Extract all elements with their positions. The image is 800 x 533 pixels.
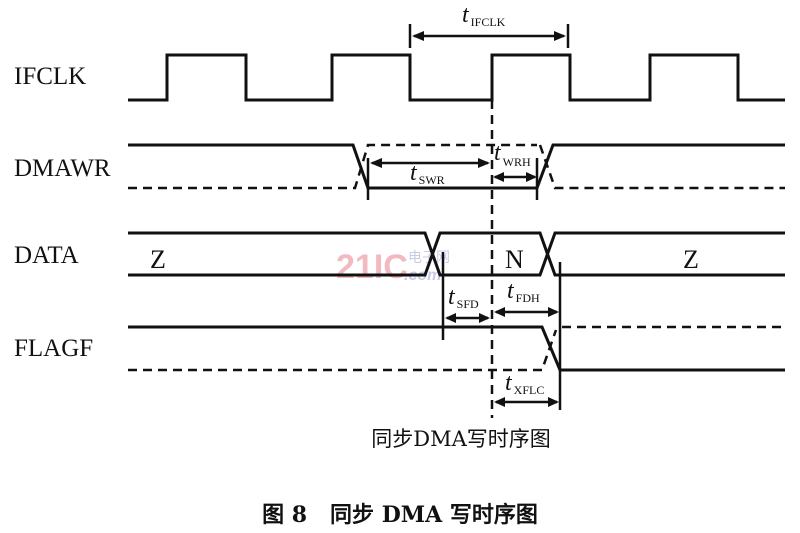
- svg-text:21IC: 21IC: [336, 248, 408, 286]
- figure-caption: 图 8 同步 DMA 写时序图: [262, 502, 538, 528]
- t-xflc-marker: [494, 397, 559, 407]
- watermark-logo: 21IC 电子网 .com: [336, 248, 450, 286]
- t-fdh-marker: [494, 307, 559, 317]
- dmawr-waveform: [128, 143, 785, 200]
- signal-label-data: DATA: [14, 242, 79, 269]
- t-ifclk-marker: [408, 24, 570, 48]
- data-state-z-before: Z: [150, 245, 166, 274]
- flagf-waveform: [128, 325, 785, 372]
- signal-label-flagf: FLAGF: [14, 335, 93, 362]
- data-state-n: N: [505, 245, 524, 274]
- t-sfd-marker: [445, 313, 490, 323]
- data-state-z-after: Z: [683, 245, 699, 274]
- ifclk-waveform: [128, 53, 785, 102]
- svg-text:电子网: 电子网: [408, 250, 450, 266]
- data-waveform: [128, 231, 785, 410]
- t-swr-marker: [370, 158, 490, 168]
- diagram-caption: 同步DMA写时序图: [371, 427, 551, 451]
- signal-label-dmawr: DMAWR: [14, 155, 111, 182]
- signal-label-ifclk: IFCLK: [14, 63, 86, 90]
- t-wrh-marker: [493, 172, 537, 182]
